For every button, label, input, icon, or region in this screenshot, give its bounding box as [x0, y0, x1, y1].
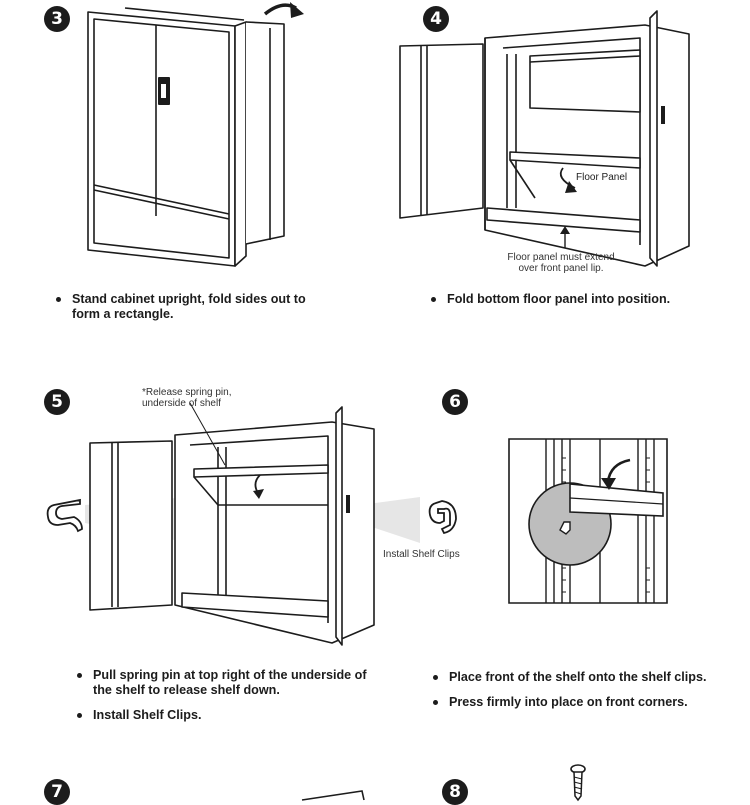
- step-4-illustration: [395, 8, 695, 273]
- shelf-clip-icon: [430, 501, 456, 533]
- cabinet-lock-icon: [158, 77, 170, 105]
- step-7-illustration: [300, 786, 370, 800]
- floor-panel-label: Floor Panel: [576, 172, 628, 183]
- install-shelf-clips-label: Install Shelf Clips: [383, 549, 460, 560]
- step-6-illustration: [508, 438, 668, 604]
- step-5-instructions: Pull spring pin at top right of the unde…: [76, 668, 376, 733]
- screw-icon: [565, 764, 595, 800]
- release-spring-pin-note: *Release spring pin, underside of shelf: [142, 387, 232, 409]
- step-5-bullet-1: Pull spring pin at top right of the unde…: [76, 668, 376, 698]
- step-5-illustration: [40, 405, 470, 655]
- step-3-bullet-1: Stand cabinet upright, fold sides out to…: [55, 292, 315, 322]
- floor-panel-note: Floor panel must extend over front panel…: [507, 252, 615, 274]
- step-4-badge: 4: [423, 6, 449, 32]
- shelf-clip-icon: [48, 500, 82, 531]
- step-5-badge: 5: [44, 389, 70, 415]
- step-4-bullet-1: Fold bottom floor panel into position.: [430, 292, 730, 307]
- step-3-illustration: [60, 2, 304, 275]
- step-6-instructions: Place front of the shelf onto the shelf …: [432, 670, 732, 720]
- step-4-instructions: Fold bottom floor panel into position.: [430, 292, 730, 317]
- step-5-bullet-2: Install Shelf Clips.: [76, 708, 376, 723]
- step-3-badge: 3: [44, 6, 70, 32]
- step-7-badge: 7: [44, 779, 70, 805]
- step-6-bullet-1: Place front of the shelf onto the shelf …: [432, 670, 732, 685]
- step-6-bullet-2: Press firmly into place on front corners…: [432, 695, 732, 710]
- step-8-badge: 8: [442, 779, 468, 805]
- step-3-instructions: Stand cabinet upright, fold sides out to…: [55, 292, 315, 332]
- step-6-badge: 6: [442, 389, 468, 415]
